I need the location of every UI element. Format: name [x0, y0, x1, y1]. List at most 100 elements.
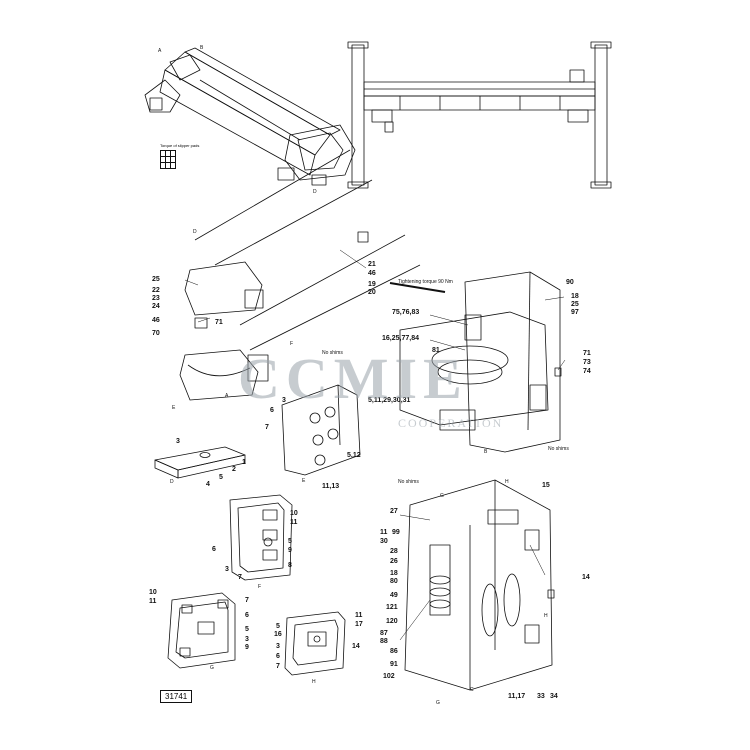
callout: 23 — [152, 295, 160, 302]
callout: 5,12 — [347, 452, 361, 459]
callout: 11 — [355, 612, 363, 619]
callout: 14 — [582, 574, 590, 581]
no-shims-note: No shims — [398, 479, 419, 485]
callout: 3 — [225, 566, 229, 573]
callout: 3 — [282, 397, 286, 404]
callout: 20 — [368, 289, 376, 296]
callout: 5,11,29,30,31 — [368, 397, 411, 404]
callout: 10 — [149, 589, 157, 596]
no-shims-note: No shims — [548, 446, 569, 452]
callout: 18 — [390, 570, 398, 577]
callout: 3 — [276, 643, 280, 650]
leader-lines — [184, 249, 566, 641]
callout: 22 — [152, 287, 160, 294]
callout: 9 — [245, 644, 249, 651]
callout: 8 — [288, 562, 292, 569]
callout: 7 — [245, 597, 249, 604]
view-letter: B — [200, 45, 204, 51]
view-letter: C — [470, 687, 474, 693]
view-letter: B — [484, 449, 488, 455]
view-letter: E — [172, 405, 176, 411]
callout: 21 — [368, 261, 376, 268]
callout: 5 — [288, 538, 292, 545]
callout: 2 — [232, 466, 236, 473]
callout: 6 — [270, 407, 274, 414]
callout: 3 — [245, 636, 249, 643]
callout: 7 — [265, 424, 269, 431]
callout: 73 — [583, 359, 591, 366]
callout: 1 — [242, 459, 246, 466]
callout: 5 — [219, 474, 223, 481]
callout: 102 — [383, 673, 395, 680]
callout: 3 — [176, 438, 180, 445]
callout: 11,13 — [322, 483, 340, 490]
callout: 11 — [149, 598, 157, 605]
callout: 74 — [583, 368, 591, 375]
callout: 86 — [390, 648, 398, 655]
callout: 75,76,83 — [392, 309, 420, 316]
view-letter: A — [158, 48, 162, 54]
slipper-pad-e — [281, 384, 361, 476]
callout: 24 — [152, 303, 160, 310]
housing-c — [404, 479, 555, 691]
callout: 71 — [215, 319, 223, 326]
callout: 121 — [386, 604, 398, 611]
callout: 16 — [274, 631, 282, 638]
callout: 7 — [276, 663, 280, 670]
callout: 33 — [537, 693, 545, 700]
callout: 49 — [390, 592, 398, 599]
view-letter: E — [302, 478, 306, 484]
document-number: 31741 — [160, 690, 193, 703]
view-letter: D — [193, 229, 197, 235]
callout: 17 — [355, 621, 363, 628]
watermark-logo-text: CCMIE — [238, 346, 468, 411]
callout: 99 — [392, 529, 400, 536]
outrigger-beam-isometric — [144, 47, 356, 186]
beam-front-elevation — [347, 41, 612, 189]
callout: 4 — [206, 481, 210, 488]
torque-table — [160, 150, 176, 169]
callout: 25 — [571, 301, 579, 308]
callout: 25 — [152, 276, 160, 283]
view-letter: H — [312, 679, 316, 685]
callout: 71 — [583, 350, 591, 357]
wear-pad-h — [284, 611, 346, 676]
callout: 34 — [550, 693, 558, 700]
callout: 70 — [152, 330, 160, 337]
view-letter: G — [210, 665, 214, 671]
callout: 120 — [386, 618, 398, 625]
view-letter: H — [544, 613, 548, 619]
view-letter: F — [290, 341, 294, 347]
view-letter: F — [258, 584, 262, 590]
watermark-subtext: COOPERATION — [398, 416, 504, 430]
wear-pad-g — [167, 592, 236, 669]
callout: 46 — [368, 270, 376, 277]
callout: 80 — [390, 578, 398, 585]
callout: 46 — [152, 317, 160, 324]
torque-note: Torque of slipper pads — [160, 143, 200, 148]
callout: 6 — [212, 546, 216, 553]
callout: 90 — [566, 279, 574, 286]
callout: 88 — [380, 638, 388, 645]
no-shims-note: No shims — [322, 350, 343, 356]
callout: 97 — [571, 309, 579, 316]
view-letter: A — [225, 393, 229, 399]
callout: 16,25,77,84 — [382, 335, 419, 342]
callout: 6 — [245, 612, 249, 619]
callout: 87 — [380, 630, 388, 637]
callout: 30 — [380, 538, 388, 545]
callout: 5 — [245, 626, 249, 633]
callout: 10 — [290, 510, 298, 517]
callout: 19 — [368, 281, 376, 288]
view-letter: G — [440, 493, 444, 499]
callout: 11 — [290, 519, 298, 526]
callout: 91 — [390, 661, 398, 668]
housing-b — [389, 271, 562, 453]
callout: 28 — [390, 548, 398, 555]
callout: 11,17 — [508, 693, 526, 700]
callout: 5 — [276, 623, 280, 630]
view-letter: D — [170, 479, 174, 485]
boom-section-assembly — [179, 149, 421, 401]
callout: 27 — [390, 508, 398, 515]
callout: 6 — [276, 653, 280, 660]
